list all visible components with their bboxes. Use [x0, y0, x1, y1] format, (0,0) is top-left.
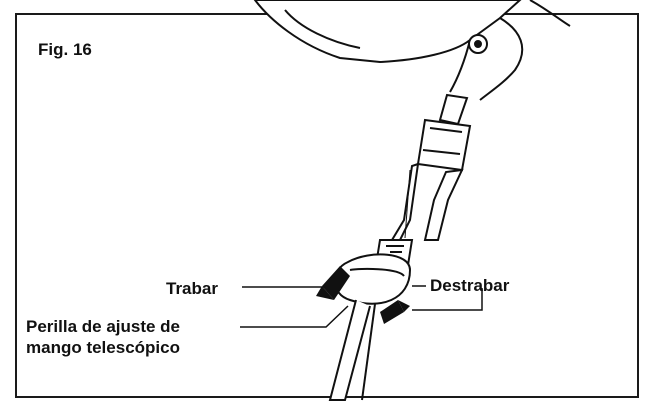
handle-housing [253, 0, 571, 101]
adjustment-knob-label: Perilla de ajuste de mango telescópico [26, 316, 180, 358]
lock-label: Trabar [166, 279, 218, 298]
figure-title: Fig. 16 [38, 40, 92, 59]
unlock-label: Destrabar [430, 276, 510, 295]
knob-label-line-1: Perilla de ajuste de [26, 317, 181, 336]
lower-shaft [328, 239, 414, 401]
leader-lines [240, 285, 483, 328]
rotation-arrows [316, 266, 410, 324]
knob-label-line-2: mango telescópico [26, 338, 180, 357]
upper-shaft [390, 93, 472, 241]
